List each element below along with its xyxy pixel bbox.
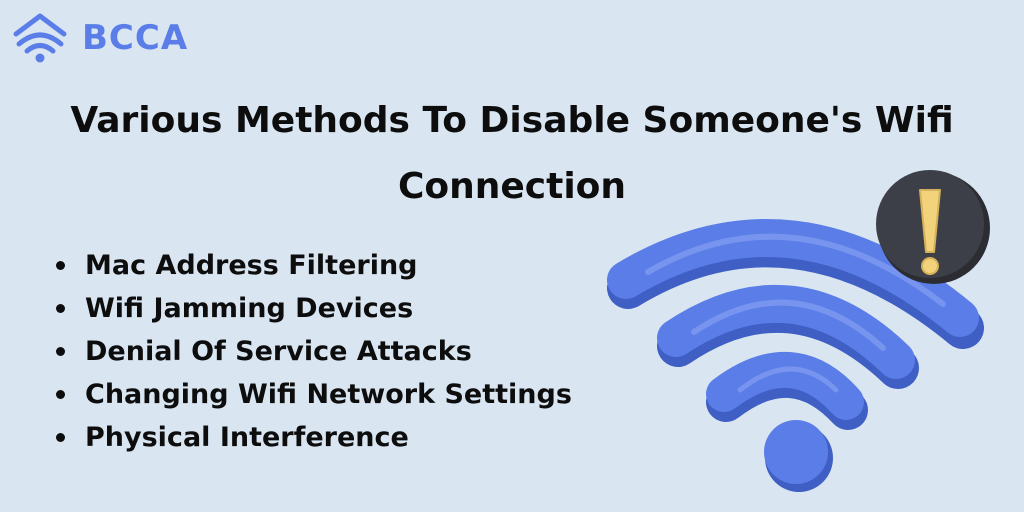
list-item-label: Mac Address Filtering — [85, 250, 418, 281]
bullet-icon — [56, 433, 65, 442]
home-wifi-icon — [10, 12, 70, 64]
bullet-icon — [56, 304, 65, 313]
list-item-label: Denial Of Service Attacks — [85, 336, 472, 367]
bullet-icon — [56, 390, 65, 399]
list-item-label: Physical Interference — [85, 422, 409, 453]
list-item: Physical Interference — [56, 416, 572, 459]
list-item-label: Changing Wifi Network Settings — [85, 379, 572, 410]
brand-logo[interactable]: BCCA — [10, 12, 188, 64]
page-title-line-1: Various Methods To Disable Someone's Wif… — [70, 100, 954, 141]
list-item-label: Wifi Jamming Devices — [85, 293, 414, 324]
methods-list: Mac Address Filtering Wifi Jamming Devic… — [56, 244, 572, 459]
wifi-icon — [607, 219, 984, 492]
page-title-line-2: Connection — [397, 166, 627, 207]
list-item: Wifi Jamming Devices — [56, 287, 572, 330]
bullet-icon — [56, 347, 65, 356]
wifi-illustration — [598, 168, 998, 498]
bullet-icon — [56, 261, 65, 270]
exclamation-warning-icon — [876, 170, 990, 284]
page-title: Various Methods To Disable Someone's Wif… — [0, 88, 1024, 220]
brand-name: BCCA — [82, 18, 189, 58]
list-item: Denial Of Service Attacks — [56, 330, 572, 373]
list-item: Changing Wifi Network Settings — [56, 373, 572, 416]
list-item: Mac Address Filtering — [56, 244, 572, 287]
